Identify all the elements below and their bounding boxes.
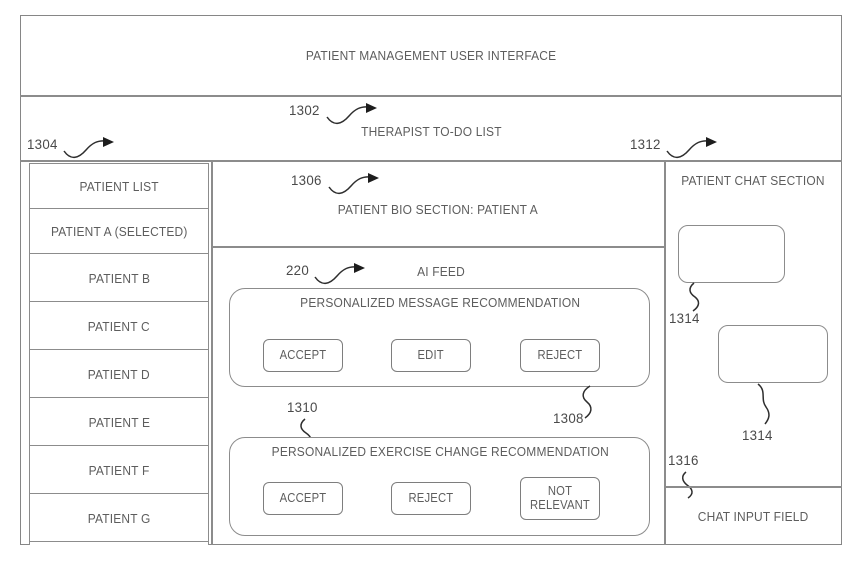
sidebar-item-patient-c[interactable]: PATIENT C [29, 301, 209, 351]
todo-list-title: THERAPIST TO-DO LIST [360, 123, 502, 139]
message-accept-button[interactable]: ACCEPT [263, 339, 343, 372]
todo-divider [20, 160, 842, 162]
chat-panel: PATIENT CHAT SECTION [665, 161, 841, 545]
chat-divider [664, 160, 666, 545]
patient-list-panel: PATIENT LIST PATIENT A (SELECTED) PATIEN… [21, 161, 212, 545]
sidebar-divider [211, 160, 213, 545]
sidebar-item-patient-e[interactable]: PATIENT E [29, 397, 209, 447]
ref-1314-label-1: 1314 [669, 310, 700, 326]
exercise-reject-label: REJECT [408, 490, 454, 505]
message-reject-label: REJECT [537, 347, 583, 362]
sidebar-item-patient-g[interactable]: PATIENT G [29, 493, 209, 543]
ref-1308-leader [582, 385, 592, 419]
ref-1312-label: 1312 [630, 136, 661, 152]
todo-banner: THERAPIST TO-DO LIST [21, 96, 841, 160]
sidebar-item-label: PATIENT C [87, 318, 151, 334]
bio-feed-divider [212, 246, 665, 248]
ref-1308-label: 1308 [553, 410, 584, 426]
exercise-accept-label: ACCEPT [279, 490, 327, 505]
sidebar-item-patient-f[interactable]: PATIENT F [29, 445, 209, 495]
title-divider [20, 95, 842, 97]
exercise-not-relevant-label: NOT RELEVANT [529, 484, 590, 512]
ref-1302-leader [326, 103, 377, 124]
ref-1302-label: 1302 [289, 102, 320, 118]
sidebar-item-patient-a[interactable]: PATIENT A (SELECTED) [29, 208, 209, 255]
message-recommendation-title-row: PERSONALIZED MESSAGE RECOMMENDATION [230, 295, 651, 310]
sidebar-item-label: PATIENT A (SELECTED) [50, 224, 188, 239]
message-recommendation-card: PERSONALIZED MESSAGE RECOMMENDATION ACCE… [229, 288, 650, 387]
message-recommendation-title: PERSONALIZED MESSAGE RECOMMENDATION [300, 295, 581, 310]
ref-220-label: 220 [286, 262, 310, 278]
sidebar-item-patient-d[interactable]: PATIENT D [29, 349, 209, 399]
sidebar-item-label: PATIENT E [88, 414, 150, 430]
ref-1316-leader [682, 471, 693, 499]
sidebar-item-label: PATIENT G [87, 510, 151, 526]
exercise-not-relevant-button[interactable]: NOT RELEVANT [520, 477, 600, 520]
sidebar-item-patient-b[interactable]: PATIENT B [29, 253, 209, 303]
sidebar-item-overflow[interactable] [29, 541, 209, 545]
ref-1316-label: 1316 [668, 452, 699, 468]
exercise-accept-button[interactable]: ACCEPT [263, 482, 343, 515]
patient-list-header: PATIENT LIST [29, 163, 209, 210]
exercise-recommendation-title: PERSONALIZED EXERCISE CHANGE RECOMMENDAT… [271, 444, 610, 459]
exercise-recommendation-card: PERSONALIZED EXERCISE CHANGE RECOMMENDAT… [229, 437, 650, 536]
ref-1304-leader [63, 137, 114, 158]
ref-1306-leader [328, 173, 379, 194]
exercise-reject-button[interactable]: REJECT [391, 482, 471, 515]
chat-header-label: PATIENT CHAT SECTION [681, 173, 825, 188]
ref-1310-label: 1310 [287, 399, 318, 415]
chat-input-field[interactable]: CHAT INPUT FIELD [665, 487, 841, 545]
message-edit-label: EDIT [417, 347, 445, 362]
patient-list-header-label: PATIENT LIST [79, 179, 159, 194]
chat-header-row: PATIENT CHAT SECTION [665, 173, 841, 188]
ref-220-leader [314, 263, 365, 284]
sidebar-item-label: PATIENT D [87, 366, 151, 382]
ref-1304-label: 1304 [27, 136, 58, 152]
message-reject-button[interactable]: REJECT [520, 339, 600, 372]
ref-1314-leader-1 [689, 282, 700, 312]
sidebar-item-label: PATIENT F [88, 462, 150, 478]
message-edit-button[interactable]: EDIT [391, 339, 471, 372]
sidebar-item-label: PATIENT B [88, 270, 150, 286]
ref-1312-leader [666, 137, 717, 158]
ref-1314-label-2: 1314 [742, 427, 773, 443]
chat-input-label: CHAT INPUT FIELD [697, 508, 809, 524]
message-accept-label: ACCEPT [279, 347, 327, 362]
ref-1314-leader-2 [757, 383, 770, 425]
patient-bio-title: PATIENT BIO SECTION: PATIENT A [337, 201, 539, 217]
title-banner: PATIENT MANAGEMENT USER INTERFACE [21, 16, 841, 95]
ai-feed-title: AI FEED [417, 264, 465, 279]
chat-message-bubble-1[interactable] [678, 225, 785, 283]
patient-bio-section: PATIENT BIO SECTION: PATIENT A [212, 161, 664, 247]
ref-1306-label: 1306 [291, 172, 322, 188]
chat-input-divider [665, 486, 842, 488]
exercise-recommendation-title-row: PERSONALIZED EXERCISE CHANGE RECOMMENDAT… [230, 444, 651, 459]
chat-message-bubble-2[interactable] [718, 325, 828, 383]
page-title: PATIENT MANAGEMENT USER INTERFACE [305, 48, 557, 63]
ai-feed-section: AI FEED [212, 247, 664, 545]
